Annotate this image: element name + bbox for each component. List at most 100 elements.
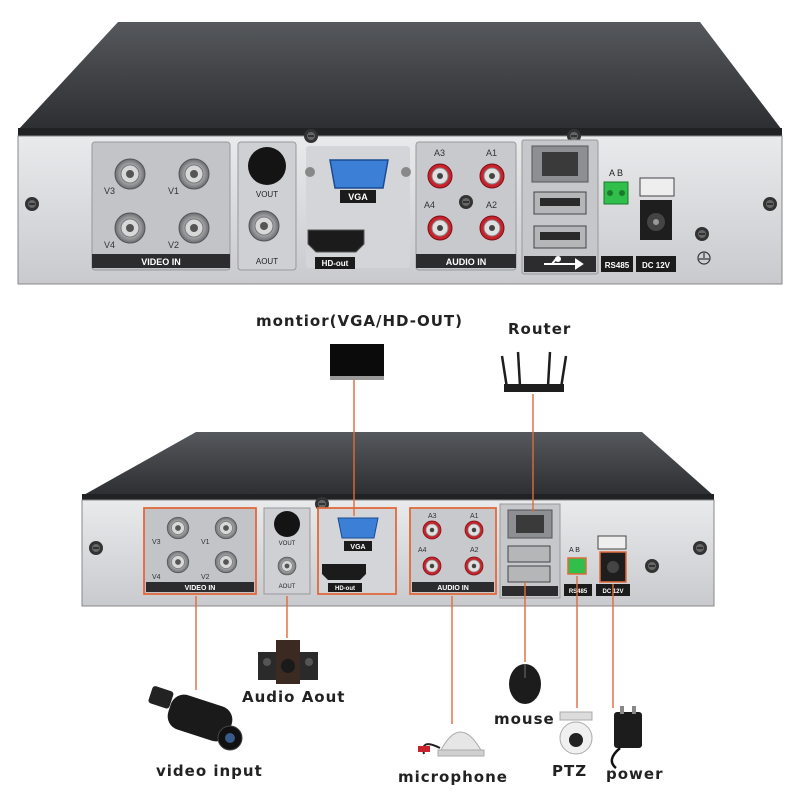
hdout-band — [315, 257, 355, 269]
label-v2: V2 — [168, 240, 179, 250]
connection-lines — [195, 380, 614, 724]
bnc-connector-icon — [214, 516, 238, 540]
rca-jack-icon — [422, 556, 442, 576]
hdmi-port-icon — [322, 564, 366, 580]
screw-icon — [458, 194, 474, 210]
label-a2: A2 — [486, 200, 497, 210]
dvr-top-edge — [18, 128, 782, 138]
usb-port-icon — [507, 565, 551, 583]
screw-icon — [88, 540, 104, 556]
label-v1: V1 — [201, 539, 210, 546]
rca-jack-icon — [427, 215, 453, 241]
label-microphone: microphone — [398, 768, 508, 786]
rs485-label: RS485 — [605, 261, 630, 270]
bnc-connector-icon — [178, 158, 210, 190]
ground-icon — [697, 251, 711, 265]
audio-in-group-highlight — [409, 507, 497, 595]
label-v3: V3 — [152, 539, 161, 546]
vga-port-icon — [337, 517, 379, 539]
terminal-block-icon — [603, 181, 629, 205]
rca-jack-icon — [464, 556, 484, 576]
dc-label: DC 12V — [642, 261, 671, 270]
terminal-block-icon — [567, 557, 587, 575]
bnc-connector-icon — [214, 550, 238, 574]
ptz-camera-icon — [559, 711, 593, 755]
rca-jack-icon — [422, 520, 442, 540]
usb-port-icon — [507, 545, 551, 563]
bnc-connector-icon — [248, 210, 280, 242]
video-in-label: VIDEO IN — [185, 585, 216, 592]
ab-label: A B — [609, 168, 623, 178]
bnc-connector-icon — [114, 158, 146, 190]
vout-port — [248, 147, 286, 185]
hdout-label: HD-out — [322, 259, 349, 268]
rca-jack-icon — [464, 520, 484, 540]
aout-label: AOUT — [279, 584, 296, 590]
label-v2: V2 — [201, 574, 210, 581]
video-in-group-highlight — [143, 507, 257, 595]
vga-label: VGA — [348, 192, 368, 202]
vout-label: VOUT — [256, 190, 278, 199]
bnc-connector-icon — [114, 212, 146, 244]
label-a1: A1 — [486, 148, 497, 158]
screw-icon — [692, 540, 708, 556]
label-v1: V1 — [168, 186, 179, 196]
router-icon — [500, 351, 568, 392]
monitor-icon — [330, 344, 384, 380]
label-a3: A3 — [428, 513, 437, 520]
vga-label: VGA — [350, 544, 365, 551]
hdmi-port-icon — [307, 229, 365, 253]
label-ptz: PTZ — [552, 762, 588, 780]
bnc-connector-icon — [178, 212, 210, 244]
bnc-connector-icon — [166, 516, 190, 540]
dc-band — [636, 256, 676, 272]
audio-in-label: AUDIO IN — [446, 257, 487, 267]
aout-label: AOUT — [256, 257, 278, 266]
label-video-input: video input — [156, 762, 263, 780]
dvr-top-lid — [18, 22, 782, 130]
label-v3: V3 — [104, 186, 115, 196]
screw-icon — [644, 558, 660, 574]
hdout-label: HD-out — [335, 586, 355, 592]
label-power: power — [606, 765, 664, 783]
screw-icon — [762, 196, 778, 212]
bnc-connector-icon — [166, 550, 190, 574]
screw-icon — [24, 196, 40, 212]
label-a3: A3 — [434, 148, 445, 158]
label-a2: A2 — [470, 547, 479, 554]
polarity-icon — [639, 177, 675, 197]
ab-label: A B — [569, 547, 580, 554]
rca-jack-icon — [479, 163, 505, 189]
label-v4: V4 — [152, 574, 161, 581]
rca-jack-icon — [427, 163, 453, 189]
screw-icon — [694, 226, 710, 242]
vga-band — [340, 190, 376, 203]
label-monitor: montior(VGA/HD-OUT) — [256, 312, 464, 330]
label-a1: A1 — [470, 513, 479, 520]
label-v4: V4 — [104, 240, 115, 250]
audio-in-band — [416, 254, 516, 268]
rs485-label: RS485 — [569, 589, 588, 595]
mouse-icon — [509, 664, 541, 704]
power-adapter-icon — [610, 706, 642, 769]
label-mouse: mouse — [494, 710, 555, 728]
label-audio-aout: Audio Aout — [242, 688, 346, 706]
dvr-bottom-lid — [82, 432, 714, 496]
vga-port-icon — [329, 159, 389, 189]
video-in-label: VIDEO IN — [141, 257, 181, 267]
microphone-icon — [418, 731, 485, 757]
bnc-connector-icon — [277, 556, 297, 576]
dvr-bottom: V3 V1 V4 V2 VIDEO IN VOUT AOUT VGA HD-ou… — [81, 432, 715, 607]
screw-icon — [303, 128, 319, 144]
rs485-band — [601, 256, 633, 272]
rca-jack-icon — [479, 215, 505, 241]
audio-in-label: AUDIO IN — [437, 585, 469, 592]
usb-band — [502, 586, 558, 596]
dvr-top: V3 V1 V4 V2 VIDEO IN VOUT AOUT VGA HD-ou… — [17, 22, 783, 285]
video-in-group — [91, 141, 231, 271]
speaker-icon — [258, 640, 318, 684]
camera-icon — [148, 686, 243, 751]
video-in-band — [92, 254, 230, 268]
label-a4: A4 — [424, 200, 435, 210]
